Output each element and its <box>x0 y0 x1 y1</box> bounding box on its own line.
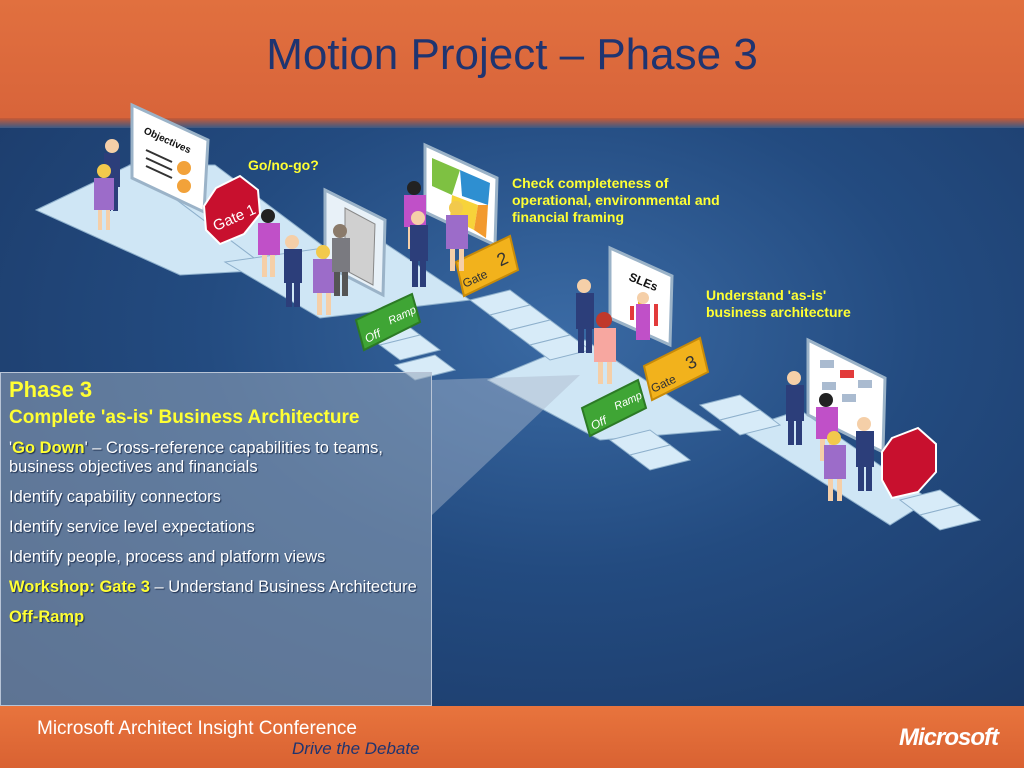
check-completeness-label: Check completeness of operational, envir… <box>512 175 720 225</box>
gate3-sign: Gate 3 <box>642 336 710 402</box>
panel-subheading: Complete 'as-is' Business Architecture <box>9 407 360 428</box>
microsoft-logo: Microsoft <box>899 724 999 751</box>
slide-title: Motion Project – Phase 3 <box>266 30 758 79</box>
final-stop-sign <box>881 426 937 500</box>
panel-item-connectors: Identify capability connectors <box>9 488 221 506</box>
objectives-board: Objectives <box>130 102 210 215</box>
panel-item-service-levels: Identify service level expectations <box>9 518 255 536</box>
slide-header: Motion Project – Phase 3 <box>0 0 1024 118</box>
header-divider <box>0 118 1024 128</box>
conference-tagline: Drive the Debate <box>292 739 420 758</box>
go-down-term: Go Down <box>12 439 85 457</box>
panel-pointer <box>432 375 580 515</box>
offramp-sign-1: Off Ramp <box>354 292 422 352</box>
workshop-description: – Understand Business Architecture <box>149 578 417 596</box>
people-figures <box>94 139 874 501</box>
offramp-2-off: Off <box>588 413 610 433</box>
slide-footer: Microsoft Architect Insight Conference D… <box>0 706 1024 768</box>
offramp-1-off: Off <box>362 326 384 346</box>
gate1-sign: Gate 1 <box>202 174 262 246</box>
go-down-quote: ' <box>9 439 13 457</box>
understand-label: Understand 'as-is' business architecture <box>706 287 851 320</box>
panel-item-views: Identify people, process and platform vi… <box>9 548 326 566</box>
panel-go-down: 'Go Down' – Cross-reference capabilities… <box>9 439 423 477</box>
go-no-go-label: Go/no-go? <box>248 157 319 173</box>
workshop-term: Workshop: Gate 3 <box>9 578 150 596</box>
phase3-panel: Phase 3 Complete 'as-is' Business Archit… <box>0 372 432 706</box>
staircase-scene: Objectives Gate 1 Gate 2 Off Ramp SL <box>34 102 982 531</box>
off-ramp-term: Off-Ramp <box>9 608 85 626</box>
conference-name: Microsoft Architect Insight Conference <box>37 718 357 739</box>
go-down-description: ' – Cross-reference capabilities to team… <box>9 439 384 476</box>
panel-heading: Phase 3 <box>9 377 93 402</box>
gate2-sign: Gate 2 <box>454 234 520 298</box>
offramp-sign-2: Off Ramp <box>580 378 648 438</box>
panel-off-ramp: Off-Ramp <box>9 608 423 627</box>
panel-workshop: Workshop: Gate 3 – Understand Business A… <box>9 578 423 597</box>
